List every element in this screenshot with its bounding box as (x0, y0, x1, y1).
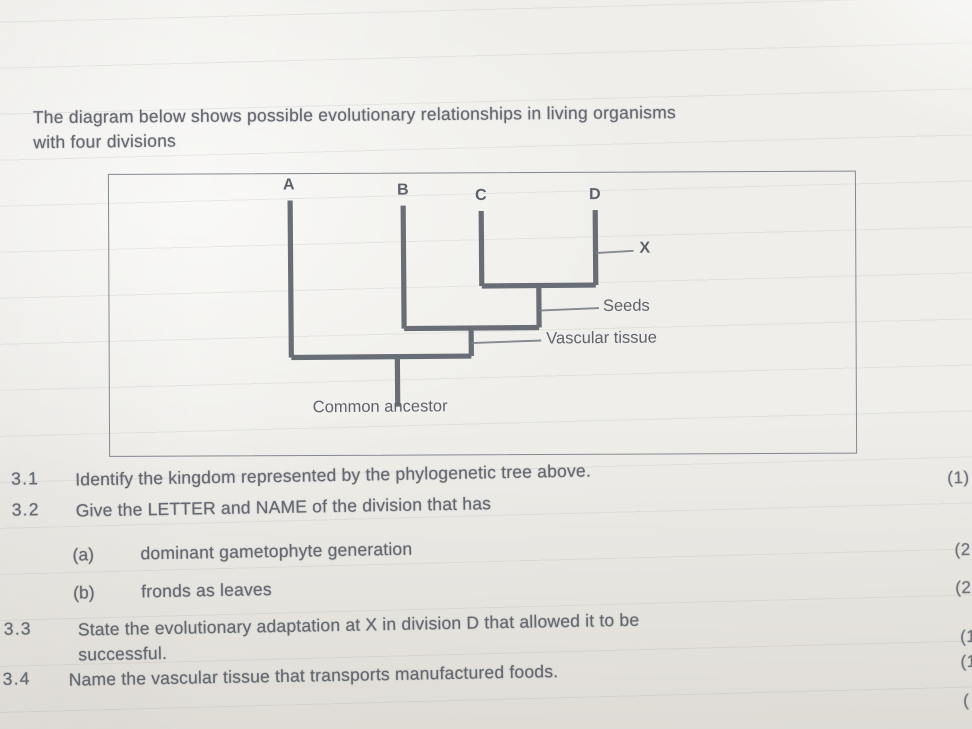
branch-b (400, 205, 407, 329)
marks-3-4: (1 (960, 651, 972, 672)
branch-d (592, 210, 599, 286)
vascular-tissue-label: Vascular tissue (546, 328, 657, 348)
branch-c (478, 210, 485, 286)
question-number-3-3: 3.3 (3, 618, 32, 639)
tip-label-a: A (282, 176, 295, 194)
question-text-3-3-line1: State the evolutionary adaptation at X i… (77, 609, 640, 640)
marks-3-3: (1 (959, 626, 972, 647)
marks-trailing: ( (963, 690, 970, 711)
subquestion-label-b: (b) (73, 582, 95, 603)
seeds-label: Seeds (602, 296, 650, 316)
question-number-3-4: 3.4 (2, 668, 31, 689)
x-marker-label: X (639, 239, 651, 257)
question-number-3-1: 3.1 (11, 468, 40, 489)
question-text-3-1: Identify the kingdom represented by the … (75, 460, 592, 490)
x-leader-line (595, 249, 634, 255)
subquestion-text-b: fronds as leaves (141, 579, 272, 602)
question-number-3-2: 3.2 (11, 499, 40, 520)
tip-label-c: C (475, 186, 487, 205)
seeds-leader-line (538, 307, 600, 312)
node-root-bar (291, 353, 472, 361)
question-text-3-3-line2: successful. (78, 642, 168, 665)
phylogenetic-tree-diagram: A B C D X Seeds Vascular tissue Common a… (108, 168, 856, 455)
common-ancestor-label: Common ancestor (312, 397, 448, 417)
question-text-3-2: Give the LETTER and NAME of the division… (75, 493, 492, 521)
branch-a (287, 200, 294, 358)
marks-b: (2 (955, 577, 972, 598)
tip-label-b: B (396, 181, 409, 199)
subquestion-label-a: (a) (72, 544, 95, 565)
tip-label-d: D (589, 186, 601, 204)
vascular-leader-line (471, 339, 542, 345)
intro-paragraph: The diagram below shows possible evoluti… (33, 89, 934, 155)
subquestion-text-a: dominant gametophyte generation (140, 538, 413, 564)
marks-a: (2 (954, 539, 971, 560)
marks-3-1: (1) (947, 467, 970, 488)
